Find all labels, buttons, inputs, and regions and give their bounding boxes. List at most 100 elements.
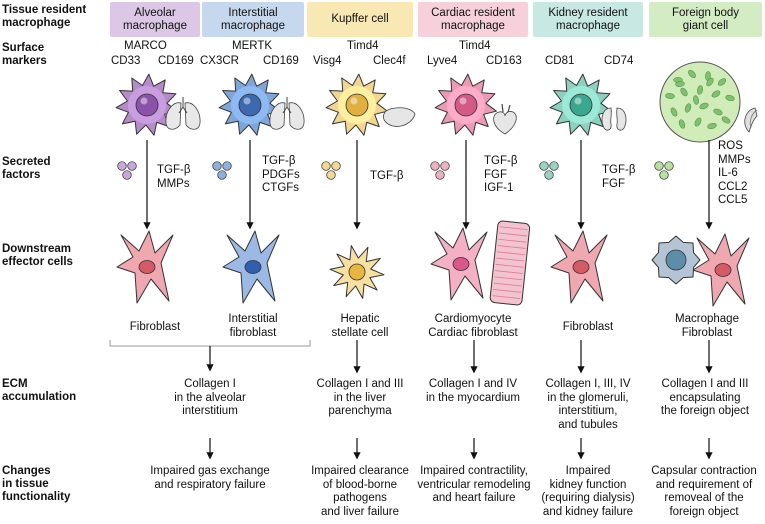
row-label-macrophage: Tissue resident macrophage xyxy=(2,4,87,29)
secreted-factor-dot xyxy=(117,161,127,171)
nucleus-highlight xyxy=(574,97,582,105)
secreted-factor-dot xyxy=(549,161,559,171)
giant-cell-nucleus xyxy=(725,94,735,102)
column-header-alveolar: Alveolar macrophage xyxy=(110,2,200,37)
secreted-factor-dots xyxy=(117,161,674,180)
lung-right xyxy=(288,102,305,130)
secreted-factor-dot xyxy=(440,161,450,171)
sarcomere-stripe xyxy=(496,257,525,262)
marker-kidney-2: CD74 xyxy=(604,55,634,67)
secreted-factor-dot xyxy=(664,161,674,171)
secreted-factor-dot xyxy=(539,161,549,171)
secreted-alveolar: TGF-β MMPs xyxy=(157,164,191,190)
fibroblast-nucleus xyxy=(572,260,590,274)
lungs-icon xyxy=(269,97,305,130)
effector-cells xyxy=(116,220,750,307)
giant-cell-nucleus xyxy=(713,108,723,116)
kidney-icon xyxy=(601,107,627,131)
column-header-kidney: Kidney resident macrophage xyxy=(533,2,643,37)
marker-interstitial-1: MERTK xyxy=(232,40,273,52)
lung-right xyxy=(184,102,201,130)
secreted-interstitial: TGF-β PDGFs CTGFs xyxy=(262,155,300,194)
secreted-factor-dot xyxy=(222,161,232,171)
marker-interstitial-2: CX3CR xyxy=(200,55,239,67)
fibroblast-nucleus xyxy=(452,257,470,271)
function-alveolar-interstitial: Impaired gas exchange and respiratory fa… xyxy=(150,465,270,491)
effector-label-foreign-body: Macrophage Fibroblast xyxy=(675,313,739,339)
secreted-factor-dot xyxy=(217,170,227,180)
effector-label-interstitial: Interstitial fibroblast xyxy=(228,313,278,339)
cardiomyocyte xyxy=(489,220,531,306)
fibroblast-alveolar xyxy=(116,230,174,304)
marker-alveolar-1: MARCO xyxy=(124,40,167,52)
ecm-cardiac: Collagen I and IV in the myocardium xyxy=(426,378,520,404)
sarcomere-stripe xyxy=(498,238,527,243)
organ-icons xyxy=(165,97,758,135)
giant-cell-nucleus xyxy=(694,117,702,127)
secreted-factor-dot xyxy=(544,170,554,180)
giant-cell-nucleus xyxy=(684,103,692,113)
kidney-left xyxy=(601,107,612,131)
secreted-factor-dot xyxy=(122,170,132,180)
heart-icon xyxy=(493,103,517,135)
liver-icon xyxy=(383,107,416,127)
heart-vessels xyxy=(501,103,511,113)
giant-cell-nucleus xyxy=(693,95,699,105)
marker-cardiac-3: CD163 xyxy=(486,55,522,67)
macrophage-nucleus xyxy=(345,93,369,117)
secreted-kidney: TGF-β FGF xyxy=(602,164,636,190)
giant-cell-nucleus xyxy=(680,87,688,97)
giant-cell-nucleus xyxy=(699,102,709,110)
fibroblast-foreign-body xyxy=(692,233,750,307)
nucleus-highlight xyxy=(459,97,467,105)
trachea xyxy=(282,97,292,114)
fibroblast-interstitial xyxy=(222,230,280,304)
column-header-foreign-body: Foreign body giant cell xyxy=(649,2,762,37)
giant-cell-nucleus xyxy=(697,85,703,95)
secreted-factor-dot xyxy=(321,161,331,171)
fibroblast-nucleus xyxy=(138,260,156,274)
ecm-kupffer: Collagen I and III in the liver parenchy… xyxy=(316,378,404,417)
nucleus-highlight xyxy=(243,97,251,105)
fibroblast-kidney xyxy=(550,230,608,304)
marker-kupffer-2: Visg4 xyxy=(313,55,342,67)
fibroblast-nucleus xyxy=(714,263,732,277)
macrophage-nucleus xyxy=(665,249,687,271)
function-cardiac: Impaired contractility, ventricular remo… xyxy=(417,465,531,504)
effector-label-alveolar: Fibroblast xyxy=(129,321,181,333)
merge-bracket xyxy=(109,340,311,347)
sarcomere-stripe xyxy=(494,270,523,274)
giant-cell-nucleus xyxy=(717,78,727,86)
secreted-factor-dot xyxy=(212,161,222,171)
sarcomere-stripe xyxy=(493,288,521,293)
cardiomyocyte-body xyxy=(489,220,531,306)
secreted-factor-dot xyxy=(659,170,669,180)
column-header-kupffer: Kupffer cell xyxy=(307,2,413,37)
nucleus-highlight xyxy=(350,97,358,105)
row-label-surface-markers: Surface markers xyxy=(2,42,47,67)
lungs-icon xyxy=(165,97,201,130)
lung-left xyxy=(165,102,182,130)
column-header-interstitial: Interstitial macrophage xyxy=(202,2,304,37)
marker-kidney-1: CD81 xyxy=(545,55,575,67)
macrophage-nucleus xyxy=(238,93,262,117)
ecm-foreign-body: Collagen I and III encapsulating the for… xyxy=(660,378,750,417)
marker-kupffer-3: Clec4f xyxy=(373,55,406,67)
ecm-kidney: Collagen I, III, IV in the glomeruli, in… xyxy=(545,378,631,431)
sarcomere-stripe xyxy=(497,245,526,249)
secreted-factor-dot xyxy=(331,161,341,171)
effector-macrophage xyxy=(651,235,701,285)
trachea xyxy=(178,97,188,114)
sarcomere-stripe xyxy=(496,251,525,256)
stellate-nucleus xyxy=(348,263,366,281)
secreted-factor-dot xyxy=(326,170,336,180)
column-header-cardiac: Cardiac resident macrophage xyxy=(418,2,528,37)
secreted-factor-dot xyxy=(127,161,137,171)
macrophage-nucleus xyxy=(454,93,478,117)
sarcomere-stripe xyxy=(498,232,527,237)
giant-cell-nucleus xyxy=(670,107,678,117)
macrophage-nucleus xyxy=(569,93,593,117)
giant-cell-nucleus xyxy=(675,81,685,87)
marker-cardiac-1: Timd4 xyxy=(459,40,491,52)
effector-label-cardiac: Cardiomyocyte Cardiac fibroblast xyxy=(428,313,518,339)
